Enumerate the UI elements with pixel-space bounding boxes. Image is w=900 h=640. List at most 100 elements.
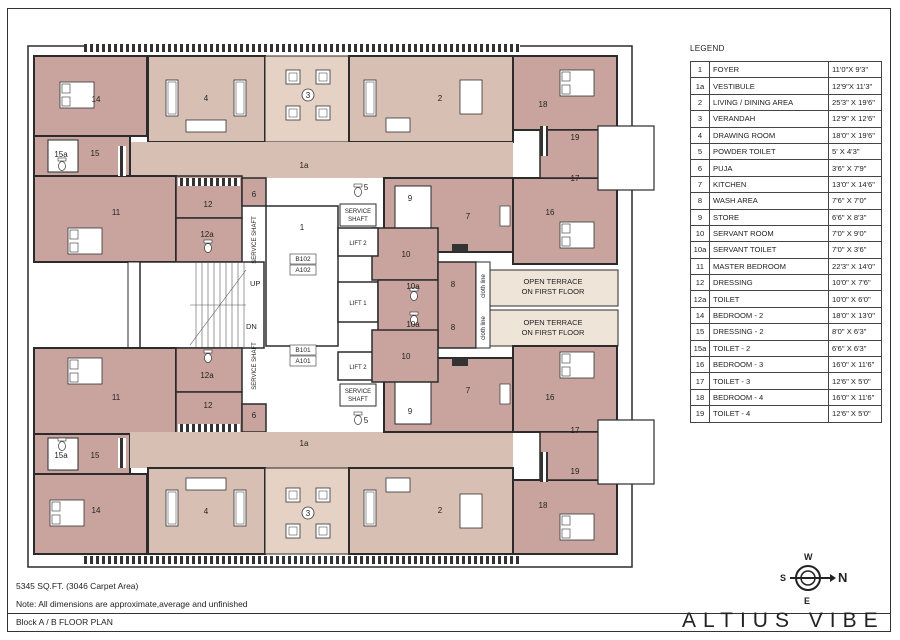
- terrace-bottom-line1: OPEN TERRACE: [523, 318, 582, 327]
- dimension-note: Note: All dimensions are approximate,ave…: [16, 599, 248, 609]
- room-11-bottom: [33, 347, 177, 435]
- legend-name: STORE: [709, 208, 829, 226]
- label-18-b: 18: [539, 501, 548, 510]
- legend-name: TOILET: [709, 290, 829, 308]
- label-2: 2: [438, 94, 443, 103]
- balcony-right-top: [597, 125, 655, 191]
- label-11: 11: [112, 208, 121, 217]
- footer-rule: [8, 613, 891, 614]
- legend-no: 12: [690, 274, 710, 292]
- legend-no: 3: [690, 110, 710, 128]
- label-15: 15: [91, 149, 100, 158]
- legend-dim: 8'0" X 6'3": [828, 323, 882, 341]
- service-shaft-top: [339, 203, 377, 227]
- legend-dim: 13'0" X 14'6": [828, 175, 882, 194]
- room-11-top: [33, 175, 177, 263]
- legend-name: VESTIBULE: [709, 77, 829, 95]
- unit-b101: B101: [295, 347, 311, 354]
- legend-name: BEDROOM - 3: [709, 356, 829, 374]
- lift-1-label: LIFT 1: [349, 301, 367, 307]
- legend-dim: 12'9" X 12'6": [828, 110, 882, 128]
- label-4-b: 4: [204, 507, 209, 516]
- terrace-labels: OPEN TERRACE ON FIRST FLOOR OPEN TERRACE…: [522, 277, 585, 337]
- legend-no: 2: [690, 93, 710, 112]
- compass: W S N E: [770, 550, 870, 612]
- label-17: 17: [571, 174, 580, 183]
- terrace-bottom: [489, 309, 619, 347]
- compass-s: S: [780, 573, 787, 583]
- label-14-b: 14: [92, 506, 101, 515]
- label-1a: 1a: [300, 161, 309, 170]
- label-5: 5: [364, 183, 369, 192]
- label-1a-b: 1a: [300, 439, 309, 448]
- service-shaft-label-top-2: SHAFT: [348, 217, 368, 223]
- room-1a-bottom: [130, 432, 513, 468]
- legend-name: DRESSING - 2: [709, 323, 829, 341]
- legend-name: BEDROOM - 2: [709, 306, 829, 325]
- legend-dim: 3'6" X 7'9": [828, 159, 882, 177]
- label-16: 16: [546, 208, 555, 217]
- label-12a: 12a: [200, 230, 214, 239]
- legend-name: WASH AREA: [709, 192, 829, 210]
- unit-a102: A102: [295, 267, 311, 274]
- legend-dim: 7'0" X 3'6": [828, 241, 882, 259]
- legend-no: 15a: [690, 339, 710, 358]
- label-3: 3: [306, 91, 311, 100]
- legend-dim: 25'3" X 19'6": [828, 93, 882, 112]
- legend-no: 18: [690, 388, 710, 407]
- legend-no: 10a: [690, 241, 710, 259]
- label-17-b: 17: [571, 426, 580, 435]
- label-8b: 8: [451, 323, 456, 332]
- room-10-bottom: [371, 329, 439, 383]
- legend-name: BEDROOM - 4: [709, 388, 829, 407]
- label-6-b: 6: [252, 411, 257, 420]
- legend-no: 6: [690, 159, 710, 177]
- drawing-frame: [7, 8, 891, 632]
- legend-dim: 12'6" X 5'0": [828, 405, 882, 423]
- legend-dim: 5' X 4'3": [828, 142, 882, 161]
- room-1a-top: [130, 142, 513, 178]
- legend-name: TOILET - 4: [709, 405, 829, 423]
- legend-name: DRESSING: [709, 274, 829, 292]
- balcony-right-bottom: [597, 419, 655, 485]
- legend-dim: 16'0" X 11'6": [828, 356, 882, 374]
- room-1-foyer: [265, 205, 339, 347]
- label-3-b: 3: [306, 509, 311, 518]
- legend-name: TOILET - 2: [709, 339, 829, 358]
- unit-b102: B102: [295, 256, 311, 263]
- service-shaft-label-bot-2: SHAFT: [348, 397, 368, 403]
- legend-no: 17: [690, 372, 710, 390]
- label-7: 7: [466, 212, 471, 221]
- furniture: [49, 69, 595, 541]
- label-16-b: 16: [546, 393, 555, 402]
- legend-name: VERANDAH: [709, 110, 829, 128]
- compass-icon: [790, 565, 836, 591]
- legend-dim: 16'0" X 11'6": [828, 388, 882, 407]
- stair-up-label: UP: [250, 279, 260, 288]
- label-12a-b: 12a: [200, 371, 214, 380]
- terrace-top: [489, 269, 619, 307]
- label-10-b: 10: [402, 352, 411, 361]
- lift-2-label-top: LIFT 2: [349, 241, 367, 247]
- legend-no: 5: [690, 142, 710, 161]
- label-15a: 15a: [54, 150, 68, 159]
- label-9: 9: [408, 194, 413, 203]
- label-19-b: 19: [571, 467, 580, 476]
- compass-n: N: [838, 570, 848, 585]
- legend-no: 19: [690, 405, 710, 423]
- label-12: 12: [204, 200, 213, 209]
- room-8-wash: [437, 261, 477, 349]
